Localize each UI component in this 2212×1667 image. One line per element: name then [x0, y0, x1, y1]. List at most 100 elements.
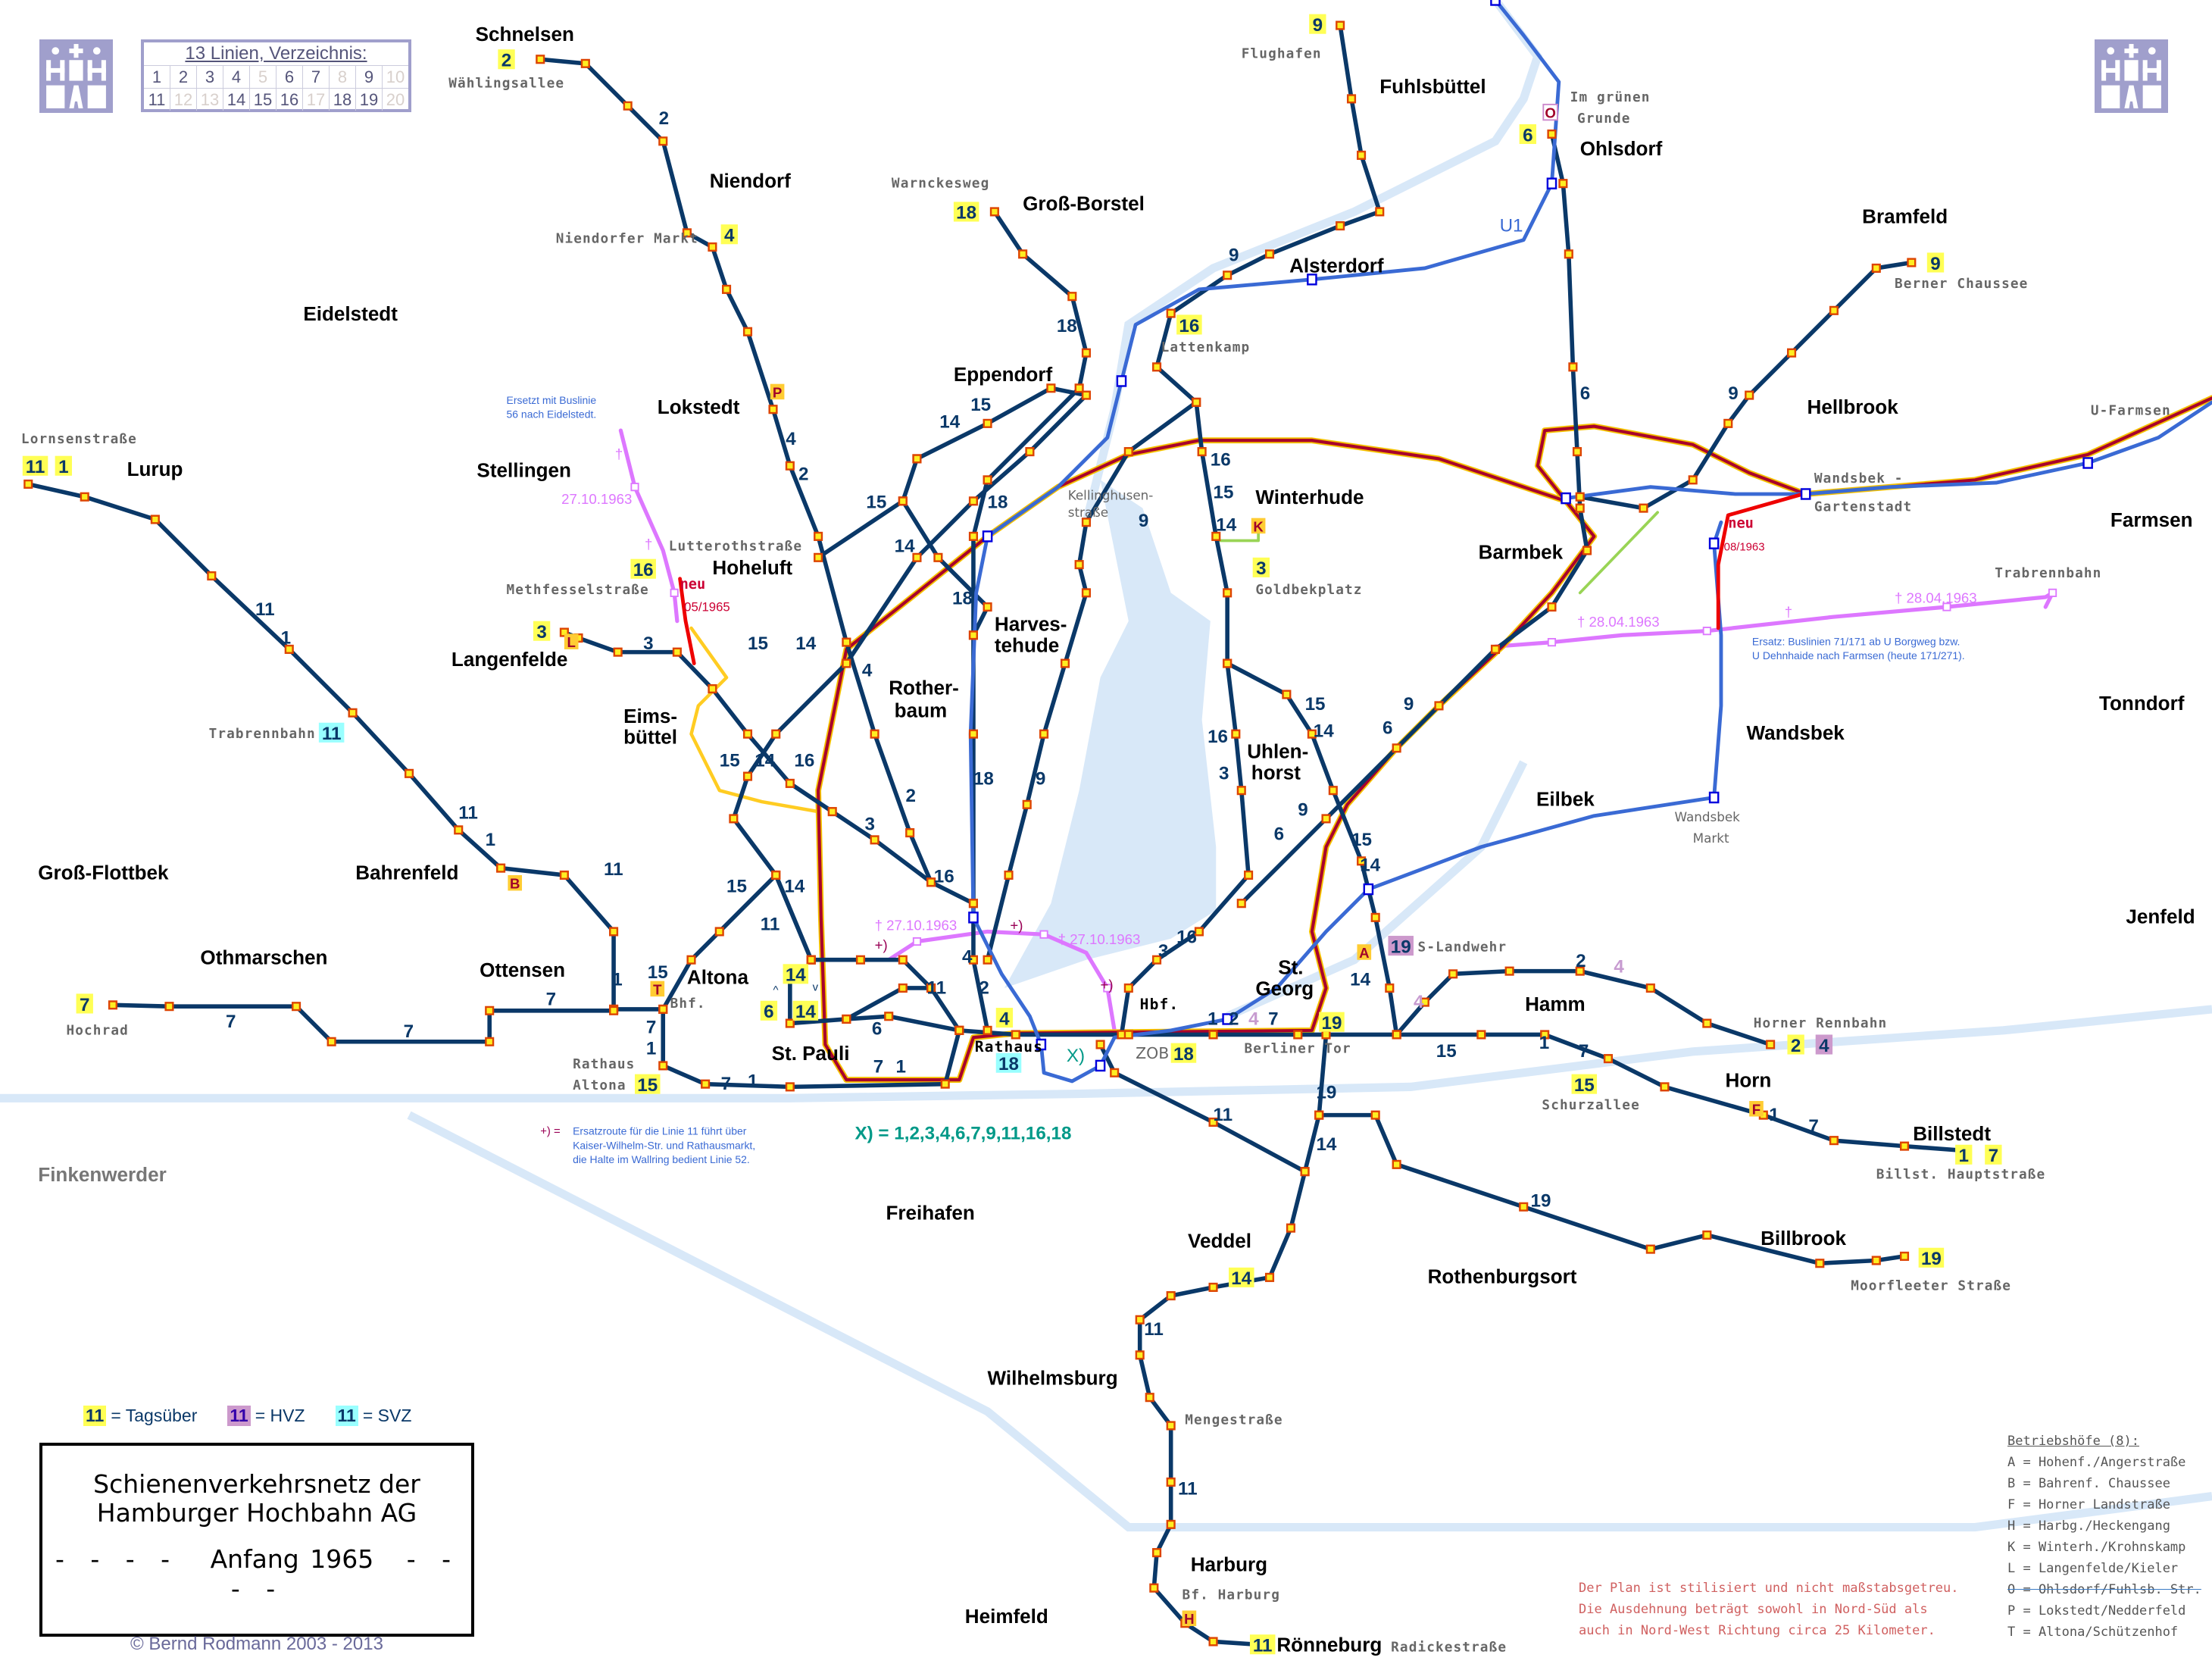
tram-stop[interactable]	[954, 1025, 964, 1035]
tram-stop[interactable]	[1660, 1082, 1670, 1092]
tram-stop[interactable]	[1357, 856, 1367, 866]
tram-stop[interactable]	[658, 136, 668, 146]
depot-marker-L[interactable]: L	[564, 633, 579, 650]
tram-stop[interactable]	[701, 1079, 711, 1089]
tram-stop[interactable]	[1123, 447, 1133, 457]
tram-stop[interactable]	[1067, 292, 1077, 302]
tram-stop[interactable]	[1702, 1230, 1712, 1240]
tram-stop[interactable]	[80, 492, 89, 502]
tram-stop[interactable]	[1392, 743, 1401, 753]
tram-stop[interactable]	[1145, 1393, 1154, 1403]
tram-stop[interactable]	[1223, 658, 1233, 668]
tram-stop[interactable]	[1540, 1030, 1550, 1040]
tram-stop[interactable]	[1236, 899, 1246, 909]
tram-stop[interactable]	[1385, 983, 1395, 993]
line-index-11[interactable]: 11	[148, 90, 166, 109]
tram-stop[interactable]	[983, 418, 992, 428]
tram-stop[interactable]	[1336, 220, 1345, 231]
tram-stop[interactable]	[968, 899, 979, 909]
tram-stop[interactable]	[1745, 390, 1754, 400]
tram-stop[interactable]	[842, 637, 851, 647]
line-badge-18[interactable]: 18	[1170, 1043, 1197, 1065]
tram-stop[interactable]	[968, 729, 979, 739]
tram-stop[interactable]	[284, 644, 294, 654]
tram-stop[interactable]	[348, 708, 358, 718]
tram-stop[interactable]	[1702, 1018, 1712, 1028]
tram-stop[interactable]	[1645, 983, 1655, 993]
tram-stop[interactable]	[1018, 249, 1028, 259]
tram-stop[interactable]	[1081, 348, 1091, 358]
tram-stop[interactable]	[623, 101, 633, 111]
tram-stop[interactable]	[1375, 207, 1385, 217]
ubahn-station-icon[interactable]	[1561, 492, 1571, 505]
tram-stop[interactable]	[1547, 602, 1557, 612]
ubahn-station-icon[interactable]	[1708, 537, 1720, 549]
line-index-6[interactable]: 6	[276, 66, 302, 88]
line-badge-14[interactable]: 14	[1229, 1267, 1254, 1289]
tram-stop[interactable]	[708, 684, 717, 694]
ubahn-station-icon[interactable]	[1708, 791, 1720, 804]
tram-stop[interactable]	[682, 228, 692, 238]
tram-stop[interactable]	[771, 870, 781, 880]
line-badge-4[interactable]: 4	[995, 1008, 1014, 1029]
line-index-16[interactable]: 16	[276, 89, 302, 111]
tram-stop[interactable]	[609, 1006, 619, 1015]
line-badge-11[interactable]: 11	[1249, 1634, 1276, 1656]
tram-stop[interactable]	[1081, 518, 1091, 527]
tram-stop[interactable]	[1346, 94, 1357, 104]
tram-stop[interactable]	[708, 242, 717, 252]
line-badge-16[interactable]: 16	[630, 558, 656, 580]
tram-stop[interactable]	[23, 479, 33, 489]
tram-stop[interactable]	[686, 955, 696, 965]
tram-stop[interactable]	[1829, 305, 1839, 315]
tram-stop[interactable]	[1786, 348, 1797, 358]
tram-stop[interactable]	[1166, 308, 1176, 318]
tram-stop[interactable]	[1568, 362, 1578, 372]
tram-stop[interactable]	[842, 1014, 851, 1024]
tram-stop[interactable]	[1519, 1202, 1529, 1212]
tram-stop[interactable]	[1231, 729, 1241, 739]
tram-stop[interactable]	[609, 927, 619, 937]
tram-stop[interactable]	[1244, 870, 1254, 880]
tram-stop[interactable]	[1046, 383, 1056, 393]
tram-stop[interactable]	[496, 863, 506, 873]
tram-stop[interactable]	[1194, 927, 1204, 937]
tram-stop[interactable]	[1476, 1030, 1486, 1040]
tram-stop[interactable]	[658, 1061, 668, 1071]
line-badge-9[interactable]: 9	[1926, 252, 1945, 274]
tram-stop[interactable]	[968, 630, 979, 640]
tram-stop[interactable]	[1192, 397, 1201, 407]
tram-stop[interactable]	[1723, 418, 1733, 428]
tram-stop[interactable]	[1135, 1350, 1145, 1360]
tram-stop[interactable]	[1081, 390, 1091, 400]
tram-stop[interactable]	[1135, 1315, 1145, 1325]
depot-marker-A[interactable]: A	[1357, 944, 1372, 961]
tram-stop[interactable]	[983, 602, 992, 612]
tram-stop[interactable]	[454, 825, 464, 835]
tram-stop[interactable]	[1211, 531, 1221, 541]
tram-stop[interactable]	[326, 1037, 336, 1046]
ubahn-station-icon[interactable]	[1363, 883, 1374, 896]
tram-stop[interactable]	[1110, 1068, 1120, 1077]
line-badge-19[interactable]: 19	[1918, 1247, 1945, 1269]
tram-stop[interactable]	[1223, 588, 1233, 598]
tram-stop[interactable]	[1766, 1040, 1776, 1049]
tram-stop[interactable]	[1392, 1159, 1401, 1169]
line-badge-6[interactable]: 6	[760, 1000, 778, 1022]
tram-stop[interactable]	[1871, 1256, 1881, 1265]
tram-stop[interactable]	[983, 955, 992, 965]
tram-stop[interactable]	[1307, 729, 1317, 739]
tram-stop[interactable]	[1392, 1030, 1401, 1040]
tram-stop[interactable]	[1899, 1141, 1910, 1151]
tram-stop[interactable]	[1236, 786, 1246, 796]
ubahn-station-icon[interactable]	[982, 530, 993, 543]
tram-stop[interactable]	[1151, 955, 1162, 965]
tram-stop[interactable]	[912, 454, 922, 464]
line-badge-9[interactable]: 9	[1309, 14, 1326, 36]
tram-stop[interactable]	[1074, 560, 1084, 570]
line-index-15[interactable]: 15	[249, 89, 276, 111]
line-badge-19[interactable]: 19	[1319, 1012, 1345, 1034]
tram-stop[interactable]	[870, 835, 879, 845]
tram-stop[interactable]	[1871, 263, 1881, 273]
tram-stop[interactable]	[1370, 1110, 1380, 1120]
